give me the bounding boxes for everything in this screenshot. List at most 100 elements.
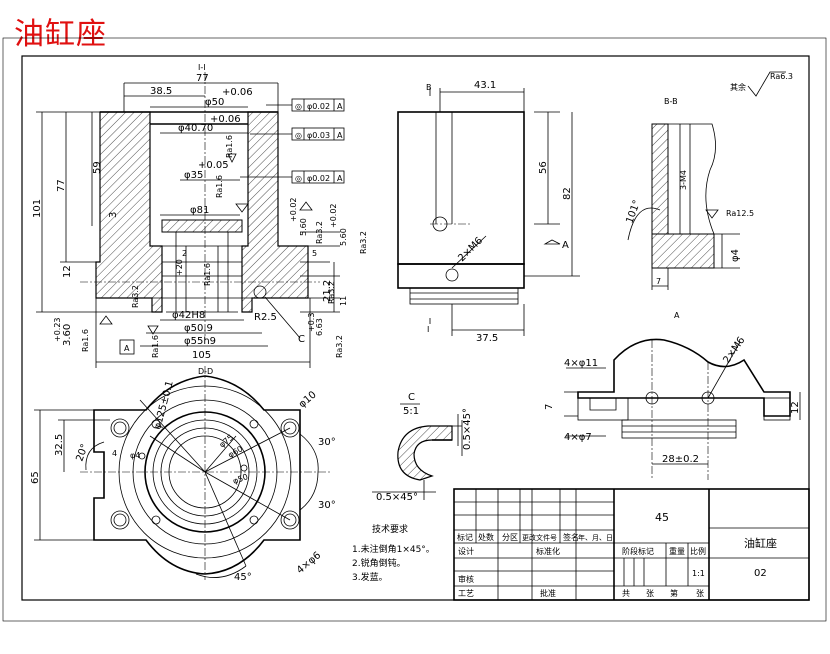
detail-bb-d7: 7	[656, 277, 661, 286]
gdt-text-1: ◎ φ0.02 A	[295, 102, 343, 111]
tb-std-label: 标准化	[536, 546, 560, 556]
top-dim-32-5: 32.5	[54, 434, 65, 456]
svg-text:Ra3.2: Ra3.2	[327, 281, 336, 304]
tb-scale-label: 比例	[690, 546, 706, 556]
roughness-labels: Ra1.6 Ra1.6 Ra3.2 Ra1.6 Ra3.2 Ra3.2 Ra3.…	[81, 135, 368, 358]
dim-12: 12	[62, 265, 73, 278]
dim-bore-mid-tol: +0.06	[210, 114, 241, 125]
svg-text:Ra1.6: Ra1.6	[151, 335, 160, 358]
view-a-label: A	[674, 311, 680, 320]
view-a	[564, 338, 801, 480]
svg-text:Ra1.6: Ra1.6	[225, 135, 234, 158]
corner-roughness-prefix: 其余	[730, 82, 746, 92]
dim-bore-42: φ42H8	[172, 310, 205, 321]
view-a-d12: 12	[790, 401, 801, 414]
top-view-dd	[34, 366, 330, 580]
detail-c	[372, 414, 463, 500]
detail-bb-d4: φ4	[730, 249, 741, 262]
top-phi50: φ50	[232, 472, 250, 486]
tb-header-2: 分区	[502, 533, 518, 542]
inner-border	[21, 55, 810, 601]
svg-text:◎: ◎	[295, 131, 302, 140]
side-dim-37-5: 37.5	[476, 333, 498, 344]
svg-text:A: A	[337, 174, 343, 183]
tb-approve-label: 批准	[540, 588, 556, 598]
dim-overall-width: 77	[196, 73, 209, 84]
dim-6-63: 6.63	[315, 318, 324, 336]
svg-text:◎: ◎	[295, 174, 302, 183]
dim-11: 11	[339, 296, 348, 306]
detail-c-marker: C	[298, 334, 305, 345]
tb-footer-1: 张	[646, 589, 654, 598]
view-a-holes-11: 4×φ11	[564, 358, 598, 369]
svg-text:Ra1.6: Ra1.6	[81, 329, 90, 352]
detail-c-scale: 5:1	[403, 406, 419, 417]
datum-a-box: A	[124, 344, 130, 353]
tech-req-item-2: 2.锐角倒钝。	[352, 557, 406, 569]
svg-text:◎: ◎	[295, 102, 302, 111]
dim-bore-mid: φ40.70	[178, 123, 213, 134]
dim-width-105: 105	[192, 350, 211, 361]
side-dim-43-1: 43.1	[474, 80, 496, 91]
top-holes: 4×φ6	[295, 550, 323, 576]
svg-text:φ0.03: φ0.03	[307, 131, 330, 140]
svg-text:φ0.02: φ0.02	[307, 174, 330, 183]
dim-2: 2	[182, 249, 187, 258]
tb-stage-label: 阶段标记	[622, 546, 654, 556]
view-a-d28: 28±0.2	[662, 454, 699, 465]
dim-bore-35-tol: +0.05	[198, 160, 229, 171]
gdt-frame-1	[266, 98, 345, 112]
side-dim-82: 82	[562, 187, 573, 200]
top-view-label: D-D	[198, 367, 213, 376]
svg-text:Ra1.6: Ra1.6	[203, 263, 212, 286]
svg-text:A: A	[337, 131, 343, 140]
tb-row-process: 工艺	[458, 589, 474, 598]
svg-text:Ra3.2: Ra3.2	[335, 335, 344, 358]
tb-scale: 1:1	[692, 569, 705, 578]
dim-20: +20	[175, 259, 184, 276]
detail-bb	[627, 123, 740, 290]
top-angle-45: 45°	[234, 572, 252, 583]
dim-3-60: 3.60	[62, 324, 73, 346]
dim-bore-35: φ35	[184, 170, 203, 181]
side-section-i: I	[427, 325, 429, 334]
svg-text:Ra3.2: Ra3.2	[359, 231, 368, 254]
dim-r2-5: R2.5	[254, 312, 277, 323]
page-title: 油缸座	[14, 17, 107, 52]
top-phi4: φ4	[130, 451, 140, 460]
svg-text:A: A	[337, 102, 343, 111]
svg-text:Ra1.6: Ra1.6	[215, 175, 224, 198]
detail-bb-roughness: Ra12.5	[726, 209, 754, 218]
side-arrow-a: A	[562, 240, 569, 251]
svg-text:φ0.02: φ0.02	[307, 102, 330, 111]
outer-border	[2, 37, 827, 622]
tb-weight-label: 重量	[669, 546, 685, 556]
top-phi60: φ60	[227, 444, 245, 460]
top-dim-4: 4	[112, 449, 117, 458]
side-section-b: B	[426, 83, 432, 92]
dim-height-101: 101	[32, 199, 43, 218]
svg-text:Ra3.2: Ra3.2	[315, 221, 324, 244]
gdt-text-3: ◎ φ0.02 A	[295, 174, 343, 183]
tb-part-name: 油缸座	[744, 536, 777, 550]
tb-row-design: 设计	[458, 546, 474, 556]
gdt-frame-3	[240, 170, 345, 184]
side-view	[397, 88, 580, 336]
tb-drawing-no: 02	[754, 568, 767, 579]
dim-5-60b: 5.60	[339, 228, 348, 246]
dim-top-tol: +0.06	[222, 87, 253, 98]
top-angle-20: 20°	[74, 443, 90, 463]
dim-height-59: 59	[92, 161, 103, 174]
tb-row-review: 审核	[458, 574, 474, 584]
dim-bore-55: φ55h9	[184, 336, 216, 347]
dim-5-60a: 5.60	[299, 218, 308, 236]
side-dim-56: 56	[538, 161, 549, 174]
main-section-view	[36, 72, 345, 368]
tb-footer-3: 张	[696, 589, 704, 598]
gdt-frame-2	[250, 127, 345, 141]
dim-21-2: 21.2	[322, 280, 333, 302]
detail-bb-label: B-B	[664, 97, 678, 106]
detail-bb-thread: 3-M4	[679, 170, 688, 190]
dim-left-offset: 38.5	[150, 86, 172, 97]
